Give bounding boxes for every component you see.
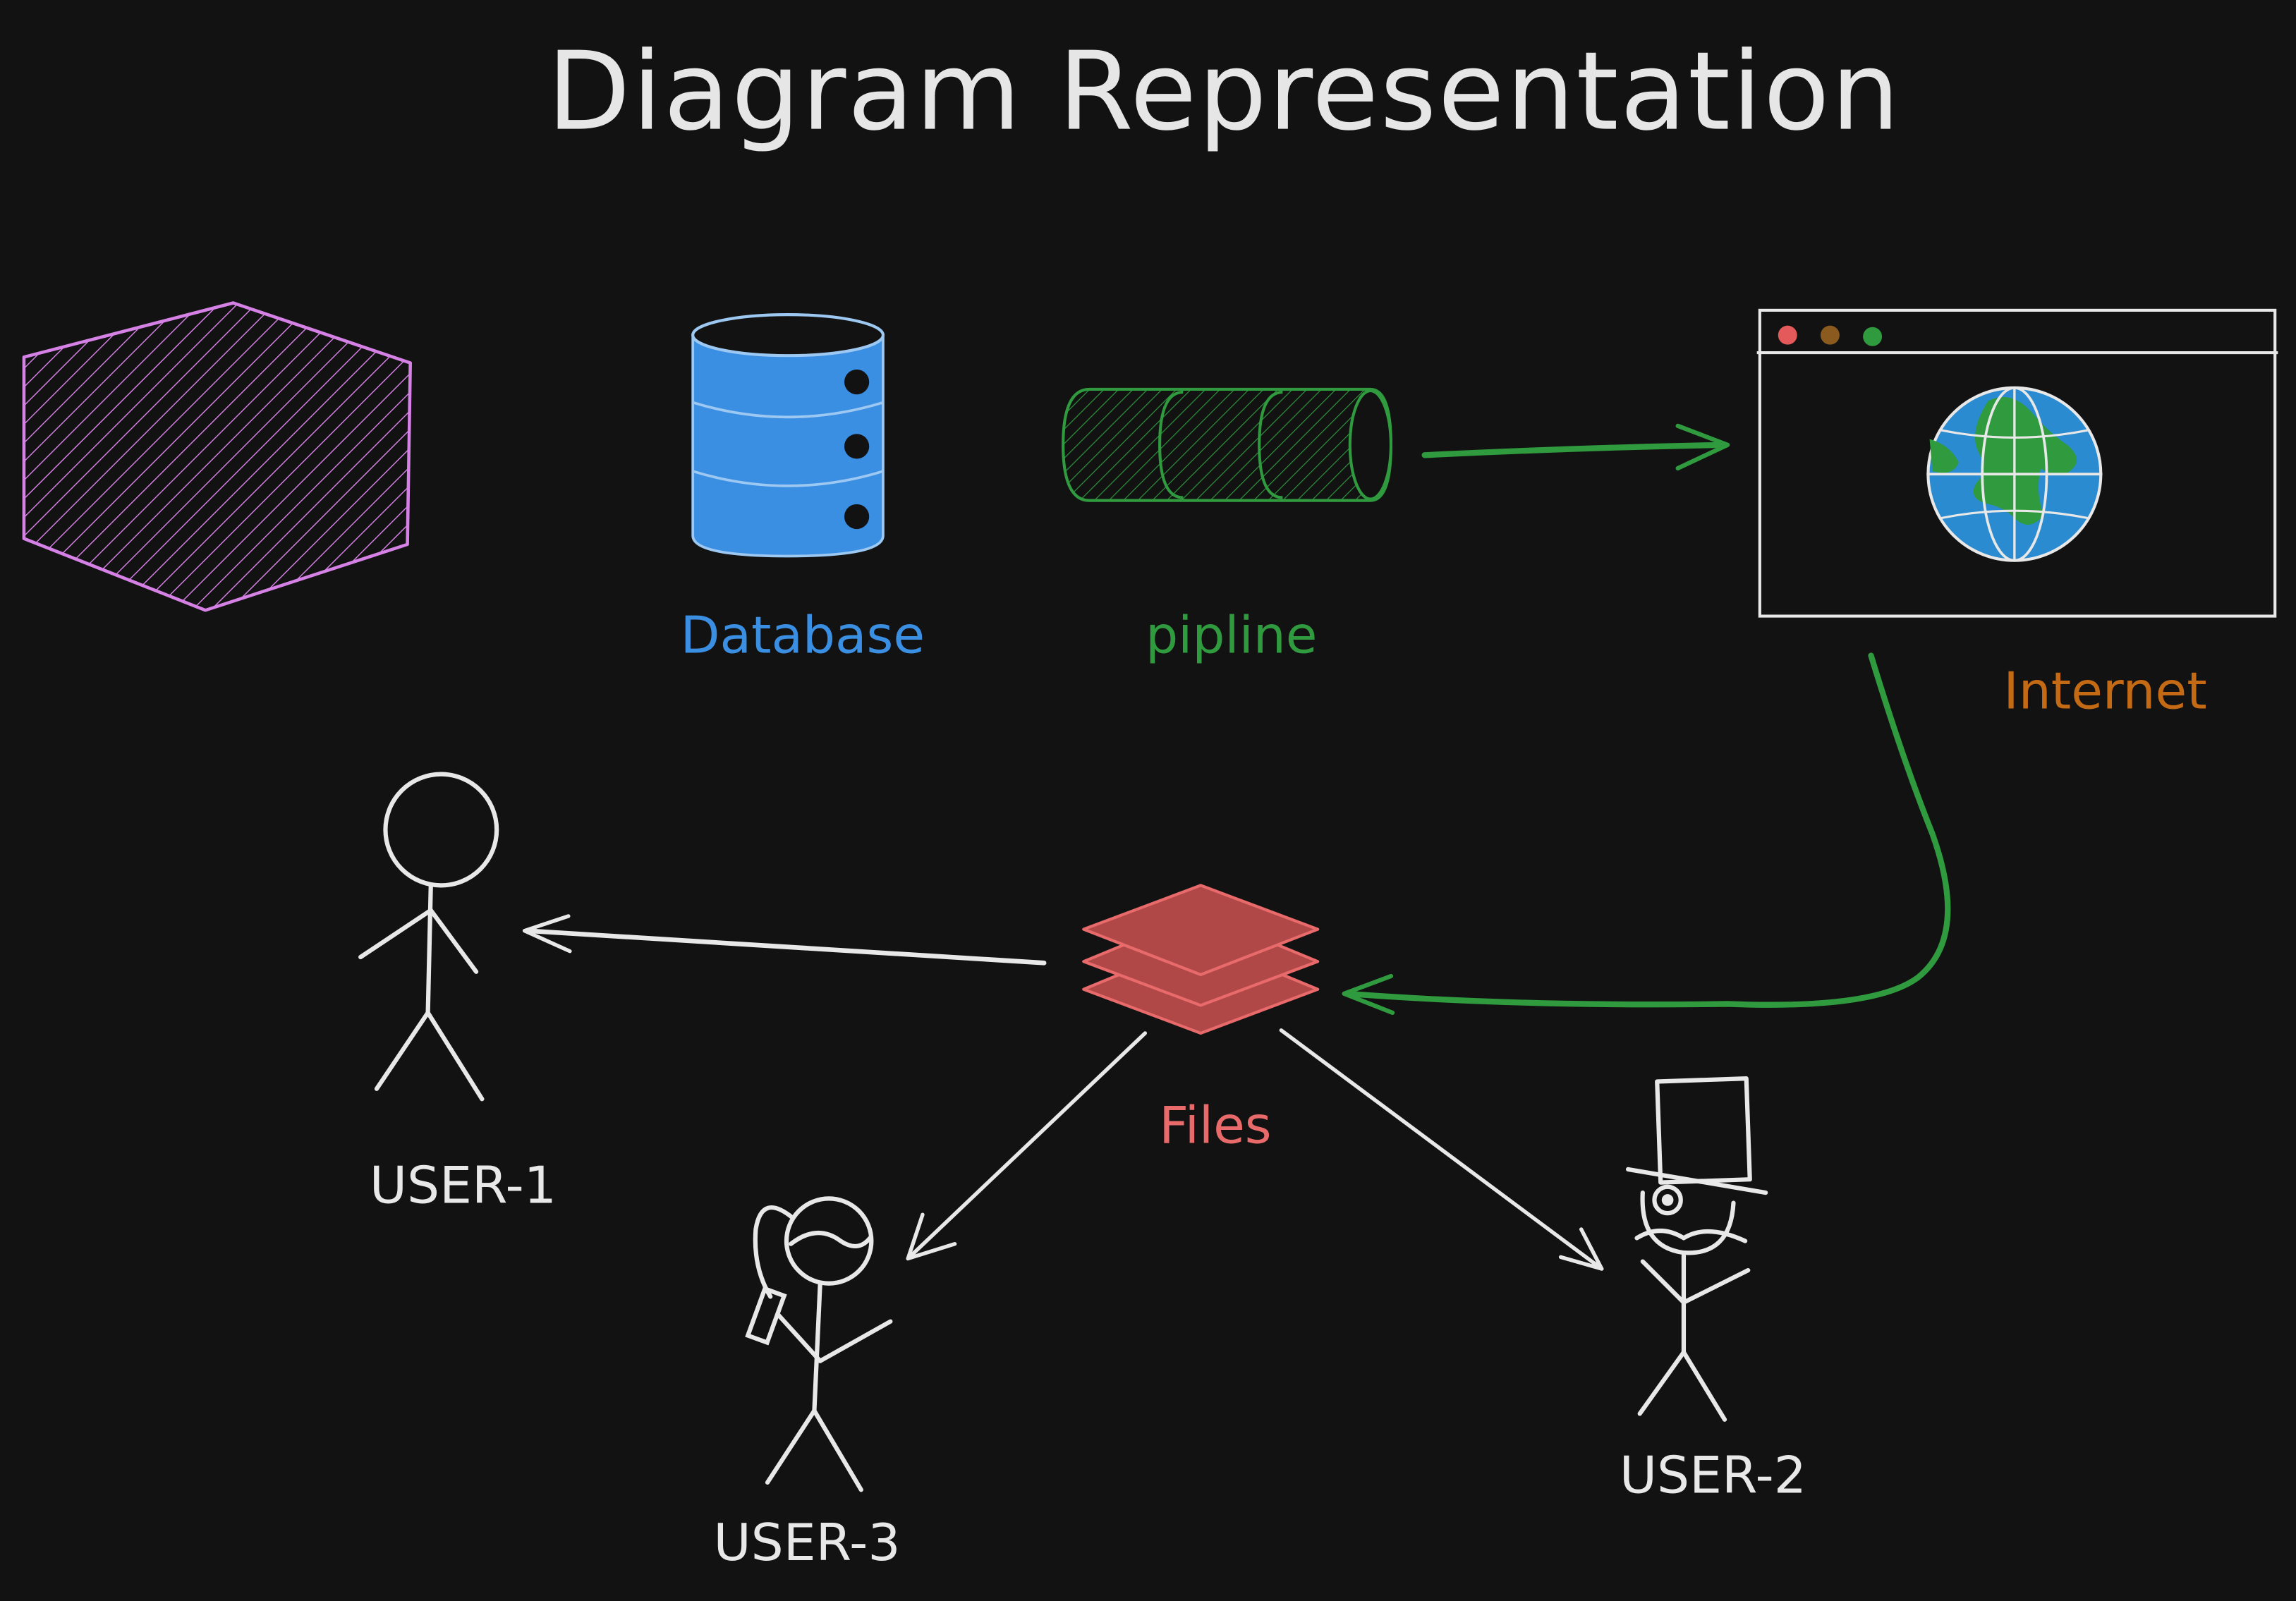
arrow-internet-to-files [1342,652,1951,1015]
arrow-pipeline-to-internet [1421,423,1730,471]
arrow-files-to-user2 [1279,1028,1604,1271]
phone-figure-icon [745,1196,893,1492]
stick-figure-icon [358,772,499,1102]
internet-label: Internet [2003,662,2206,721]
user1-label: USER-1 [370,1157,557,1216]
maximize-dot-icon [1863,327,1883,346]
hexagon-shape-icon [22,301,413,612]
pipeline-label: pipline [1146,606,1317,665]
user3-label: USER-3 [714,1514,901,1573]
files-stack-icon [1082,884,1320,1035]
diagram-title: Diagram Representation [547,29,1902,155]
database-label: Database [681,606,925,665]
minimize-dot-icon [1820,325,1840,345]
pipeline-icon [1062,387,1393,502]
close-dot-icon [1778,325,1797,345]
files-label: Files [1159,1097,1271,1156]
top-hat-figure-icon [1625,1076,1768,1422]
arrow-files-to-user3 [906,1031,1148,1261]
user2-label: USER-2 [1620,1446,1806,1505]
browser-window-icon [1756,308,2278,618]
arrow-files-to-user1 [522,914,1047,966]
database-icon [691,313,885,558]
globe-icon [1926,386,2103,562]
